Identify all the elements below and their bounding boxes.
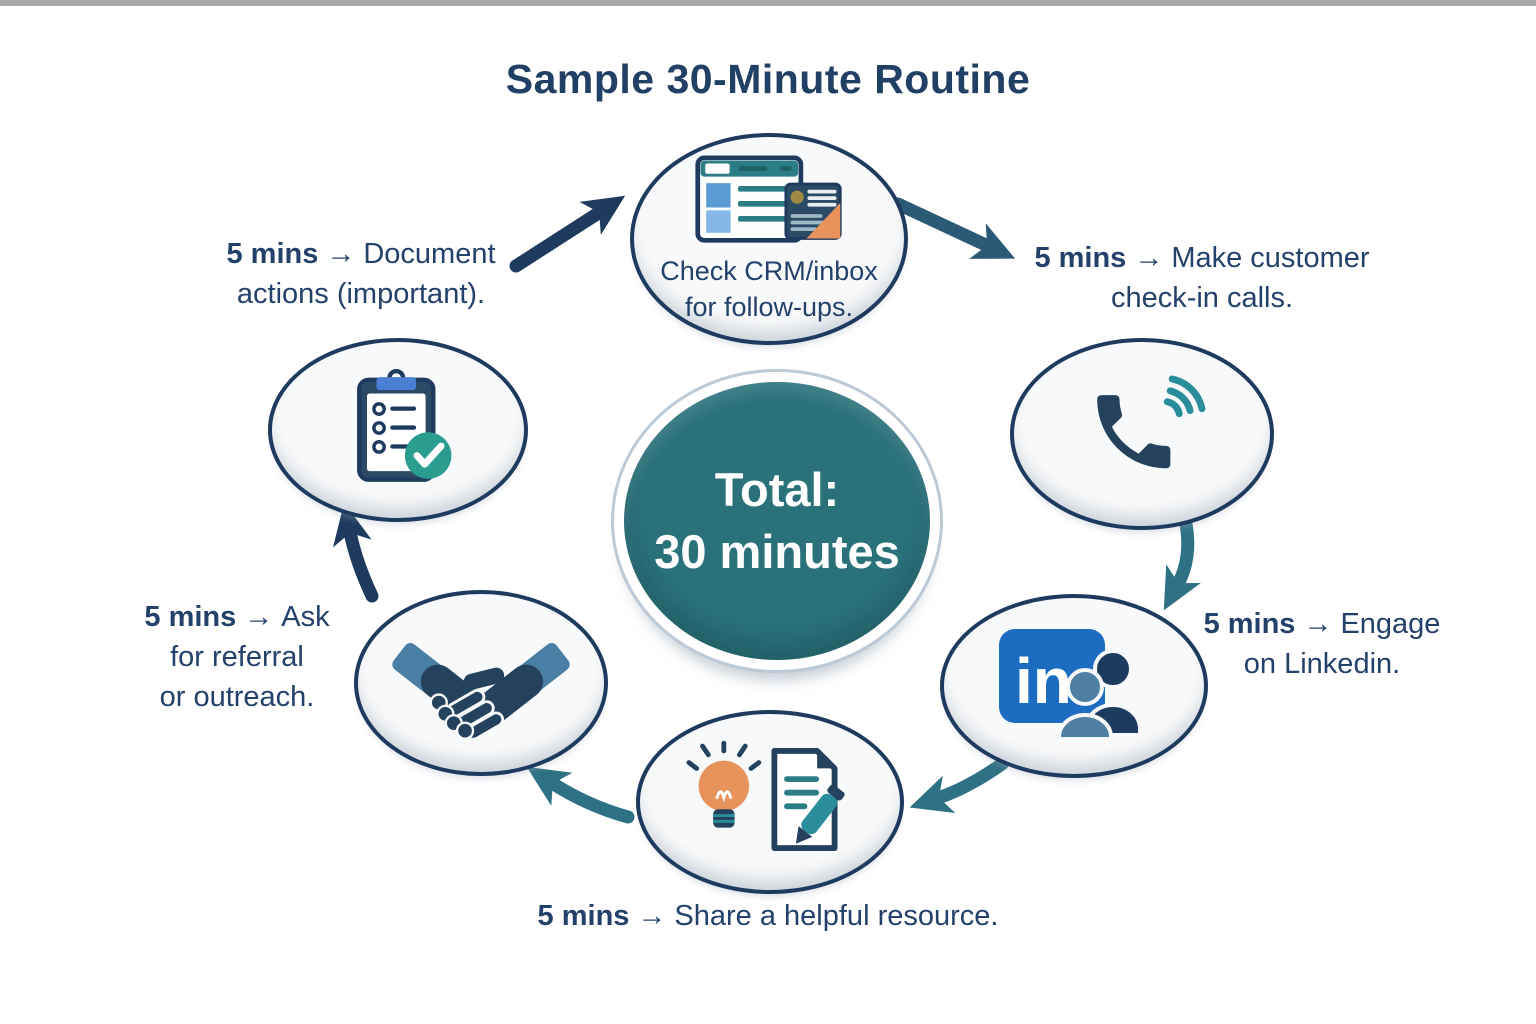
bubble-document-actions [268, 338, 528, 522]
arrow-document-to-crm [509, 195, 626, 273]
label-share-resource: 5 mins→Share a helpful resource. [460, 896, 1076, 936]
label-line: 5 mins→Engage [1203, 608, 1441, 640]
label-ask-referral: 5 mins→Ask for referral or outreach. [128, 597, 346, 717]
arrow-phone-to-linkedin [1163, 517, 1201, 611]
crm-caption-line2: for follow-ups. [684, 291, 854, 322]
lightbulb-document-icon [685, 740, 855, 864]
total-minutes: 30 minutes [654, 525, 900, 578]
arrow-glyph: → [1303, 608, 1333, 640]
label-engage-linkedin: 5 mins→Engage on Linkedin. [1198, 604, 1446, 684]
label-line: 5 mins→Make customer [1034, 242, 1370, 274]
bubble-share-resource [636, 710, 904, 894]
total-time-circle: Total: 30 minutes [614, 372, 940, 670]
label-document-actions: 5 mins→Document actions (important). [196, 234, 526, 314]
label-line: actions (important). [236, 278, 486, 310]
arrow-handshake-to-clipboard [333, 502, 379, 603]
label-checkin-calls: 5 mins→Make customer check-in calls. [1024, 238, 1380, 318]
bubble-engage-linkedin: in [940, 594, 1208, 778]
bubble-check-crm: Check CRM/inbox for follow-ups. [630, 133, 908, 345]
phone-call-icon [1075, 374, 1209, 494]
arrow-glyph: → [326, 238, 356, 270]
arrow-crm-to-calls [891, 197, 1016, 259]
label-line: on Linkedin. [1243, 648, 1401, 680]
page-title: Sample 30-Minute Routine [505, 56, 1031, 102]
arrow-glyph: → [1134, 242, 1164, 274]
arrow-resource-to-handshake [526, 766, 635, 824]
handshake-icon [389, 620, 573, 747]
label-line: 5 mins→Document [226, 238, 496, 270]
label-line: 5 mins→Share a helpful resource. [537, 900, 999, 932]
arrow-linkedin-to-resource [909, 757, 1009, 813]
top-border-bar [0, 0, 1536, 6]
bubble-ask-referral [354, 590, 608, 776]
label-line: 5 mins→Ask [144, 601, 330, 633]
linkedin-people-icon: in [993, 625, 1155, 748]
crm-caption-line1: Check CRM/inbox [660, 255, 878, 286]
arrow-glyph: → [637, 900, 667, 932]
arrow-glyph: → [244, 601, 274, 633]
total-label: Total: [714, 463, 840, 516]
label-line: check-in calls. [1110, 282, 1294, 314]
crm-window-icon [694, 154, 844, 251]
label-line: or outreach. [159, 681, 315, 713]
label-line: for referral [170, 641, 304, 673]
bubble-checkin-calls [1010, 338, 1274, 530]
svg-text:in: in [1015, 645, 1072, 717]
clipboard-checklist-icon [342, 364, 454, 497]
